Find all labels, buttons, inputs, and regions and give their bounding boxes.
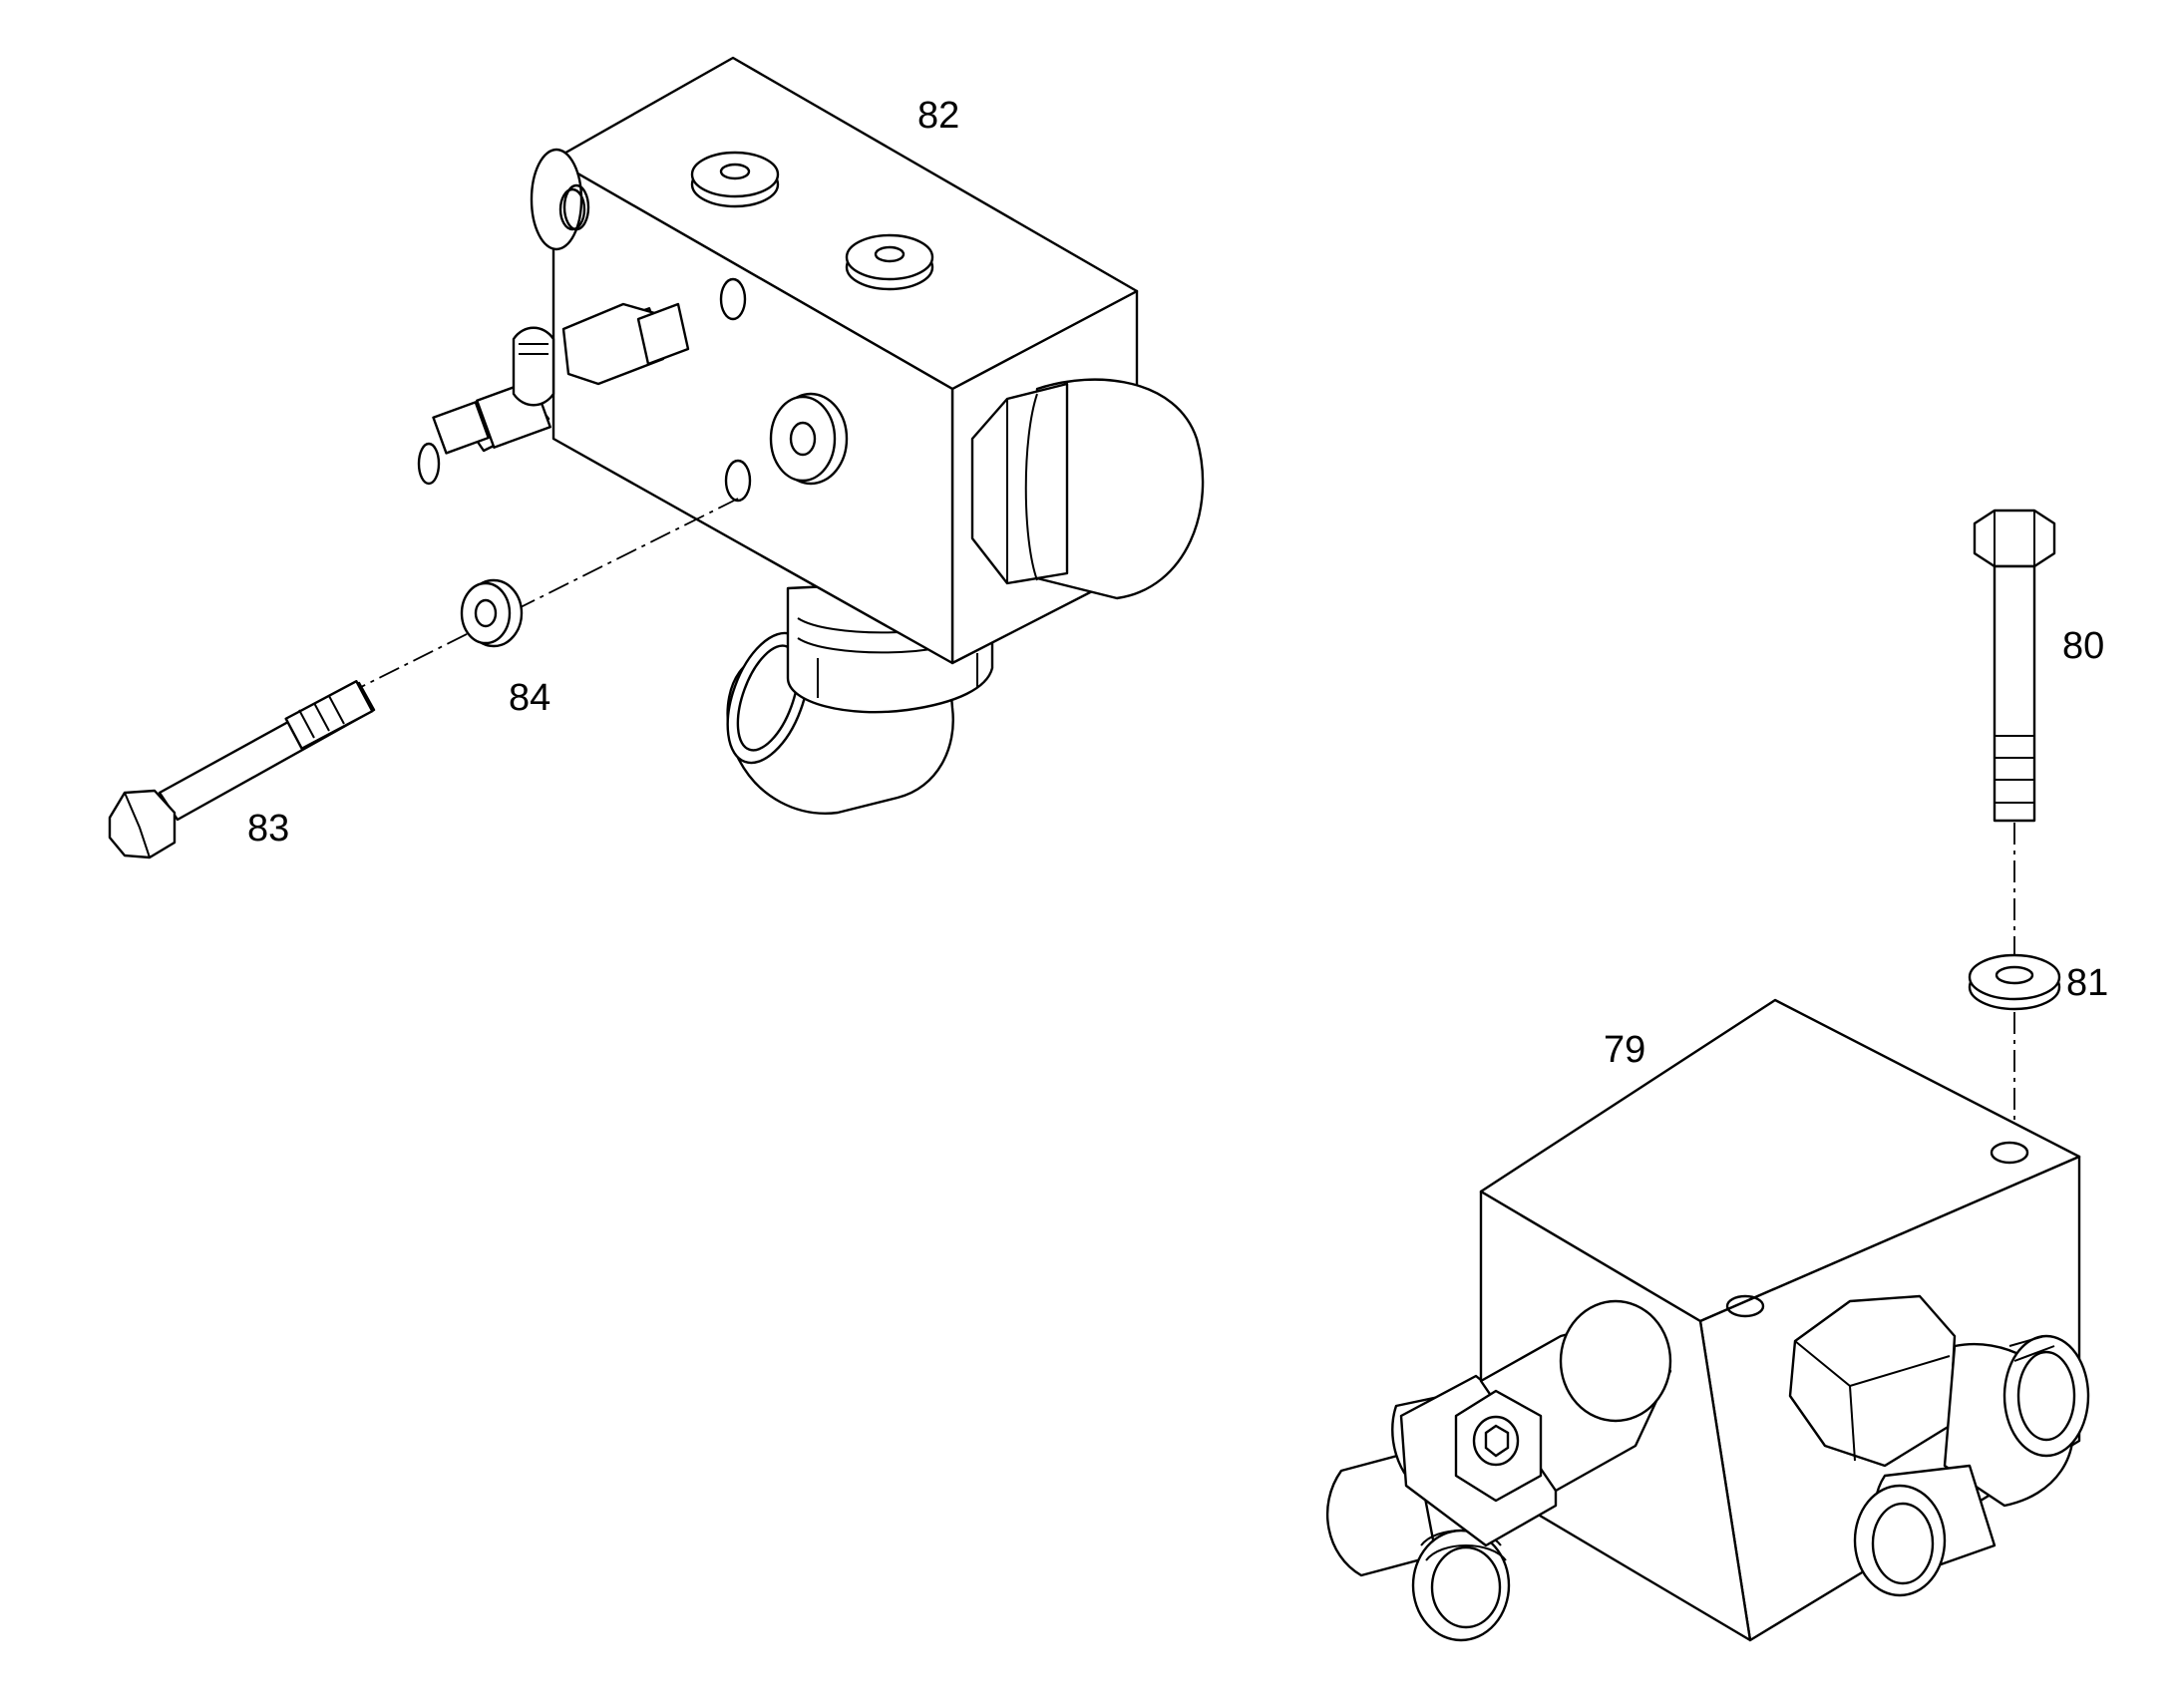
pipe-fitting-82 (417, 302, 690, 486)
assembly-axis-line (338, 498, 739, 699)
callout-83: 83 (247, 808, 289, 850)
washer-84 (460, 578, 524, 648)
port-hole (719, 277, 747, 321)
callout-79: 79 (1604, 1029, 1645, 1071)
socket-plug (769, 392, 849, 486)
bolt-80 (1973, 509, 2056, 823)
callout-80: 80 (2062, 625, 2104, 667)
callout-81: 81 (2066, 962, 2108, 1004)
pipe-fitting-79-right (1788, 1294, 2090, 1597)
mounting-hole (724, 459, 752, 503)
socket-plug (845, 233, 934, 291)
valve-block-82 (417, 56, 1205, 815)
mounting-hole (1990, 1141, 2029, 1165)
port-hole (558, 187, 586, 231)
pipe-fitting-79-left (1326, 1299, 1672, 1642)
callout-84: 84 (509, 677, 550, 719)
valve-block-79 (1326, 998, 2090, 1642)
callout-82: 82 (917, 95, 959, 137)
washer-81 (1968, 953, 2061, 1011)
port-hole (1725, 1294, 1765, 1318)
cap-nut (970, 378, 1205, 600)
bolt-83 (108, 680, 376, 859)
socket-plug (690, 151, 780, 208)
